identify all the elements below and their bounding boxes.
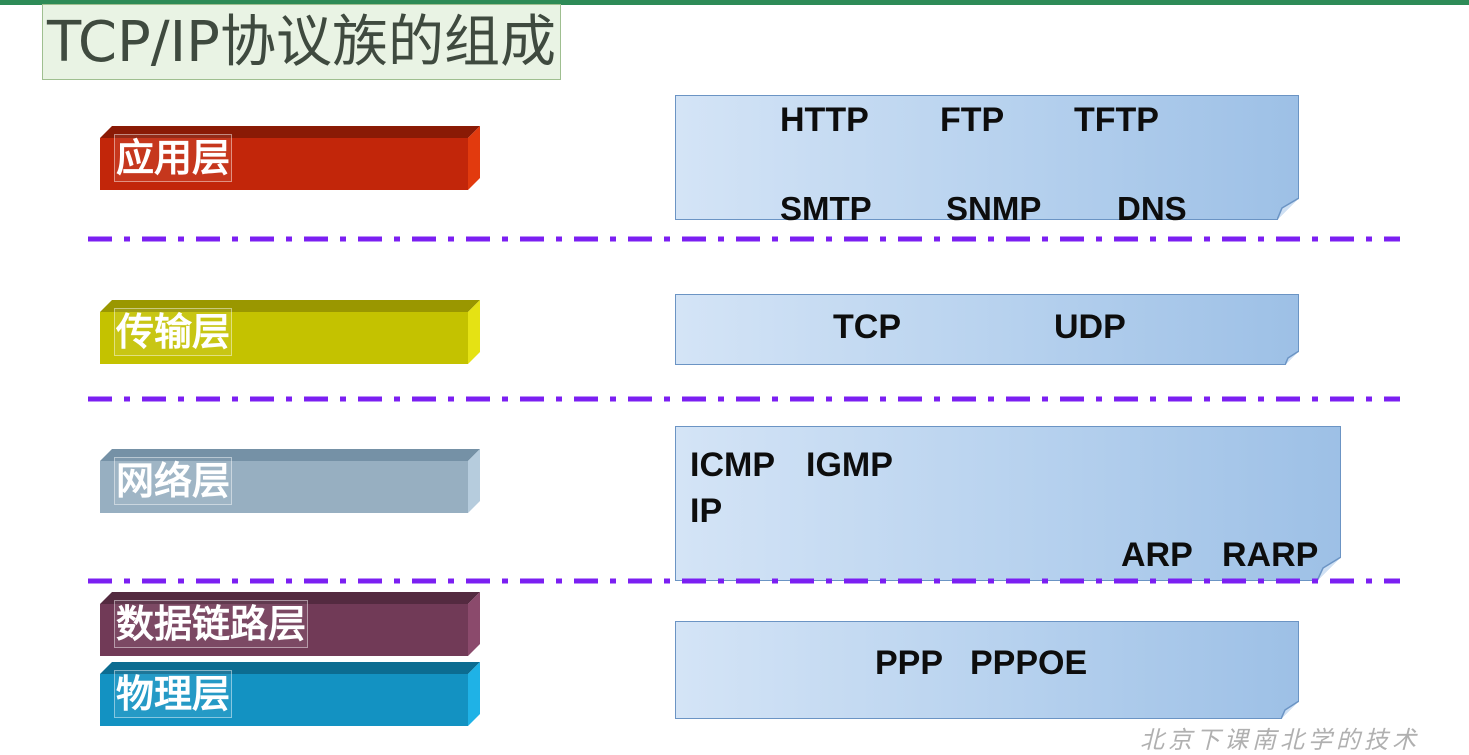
- layer-divider-1: [88, 236, 1400, 242]
- protocol-box-network: ICMP IGMP IP ARP RARP: [675, 426, 1341, 581]
- layer-bar-datalink: 数据链路层: [100, 592, 480, 658]
- protocol-rarp: RARP: [1222, 536, 1319, 574]
- layer-side-face: [468, 592, 480, 656]
- protocol-icmp: ICMP: [690, 446, 775, 484]
- protocol-ip: IP: [690, 492, 723, 530]
- layer-front-face: [100, 674, 468, 726]
- layer-label-datalink: 数据链路层: [114, 600, 309, 648]
- layer-side-face: [468, 449, 480, 513]
- layer-bar-network-shape: [100, 449, 480, 513]
- layer-top-face: [100, 662, 480, 674]
- layer-side-face: [468, 662, 480, 726]
- protocol-box-link: PPP PPPOE: [675, 621, 1299, 719]
- layer-top-face: [100, 592, 480, 604]
- layer-bar-application: 应用层: [100, 126, 480, 192]
- folded-corner-icon: [1317, 557, 1341, 581]
- layer-bar-network: 网络层: [100, 449, 480, 515]
- protocol-box-application: HTTP FTP TFTP SMTP SNMP DNS: [675, 95, 1299, 227]
- protocol-snmp: SNMP: [946, 190, 1042, 227]
- layer-bar-physical: 物理层: [100, 662, 480, 728]
- layer-side-face: [468, 300, 480, 364]
- protocol-box-transport: TCP UDP: [675, 294, 1299, 365]
- layer-divider-2: [88, 396, 1400, 402]
- protocol-arp: ARP: [1121, 536, 1193, 574]
- layer-divider-3: [88, 578, 1400, 584]
- protocol-http: HTTP: [780, 101, 869, 139]
- layer-bar-physical-shape: [100, 662, 480, 726]
- watermark: 北京下课南北学的技术: [1140, 726, 1420, 754]
- layer-top-face: [100, 300, 480, 312]
- protocol-dns: DNS: [1117, 190, 1187, 227]
- folded-corner-icon: [1285, 351, 1299, 365]
- layer-bar-transport-shape: [100, 300, 480, 364]
- layer-bar-transport: 传输层: [100, 300, 480, 366]
- layer-label-transport: 传输层: [114, 308, 233, 356]
- protocol-ppp: PPP: [875, 644, 944, 682]
- layer-front-face: [100, 461, 468, 513]
- layer-front-face: [100, 138, 468, 190]
- page-title: TCP/IP协议族的组成: [42, 4, 561, 80]
- layer-side-face: [468, 126, 480, 190]
- protocol-tftp: TFTP: [1074, 101, 1159, 139]
- layer-label-physical: 物理层: [114, 670, 233, 718]
- protocol-smtp: SMTP: [780, 190, 872, 227]
- layer-top-face: [100, 449, 480, 461]
- protocol-pppoe: PPPOE: [970, 644, 1088, 682]
- layer-front-face: [100, 312, 468, 364]
- protocol-ftp: FTP: [940, 101, 1005, 139]
- folded-corner-icon: [1281, 701, 1299, 719]
- top-rule: [0, 0, 1469, 5]
- protocol-tcp: TCP: [833, 308, 901, 346]
- folded-corner-icon: [1277, 198, 1299, 220]
- layer-bar-datalink-shape: [100, 592, 480, 656]
- protocol-udp: UDP: [1054, 308, 1126, 346]
- layer-top-face: [100, 126, 480, 138]
- layer-label-network: 网络层: [114, 457, 233, 505]
- layer-bar-application-shape: [100, 126, 480, 190]
- layer-label-application: 应用层: [114, 134, 233, 182]
- protocol-igmp: IGMP: [806, 446, 893, 484]
- layer-front-face: [100, 604, 468, 656]
